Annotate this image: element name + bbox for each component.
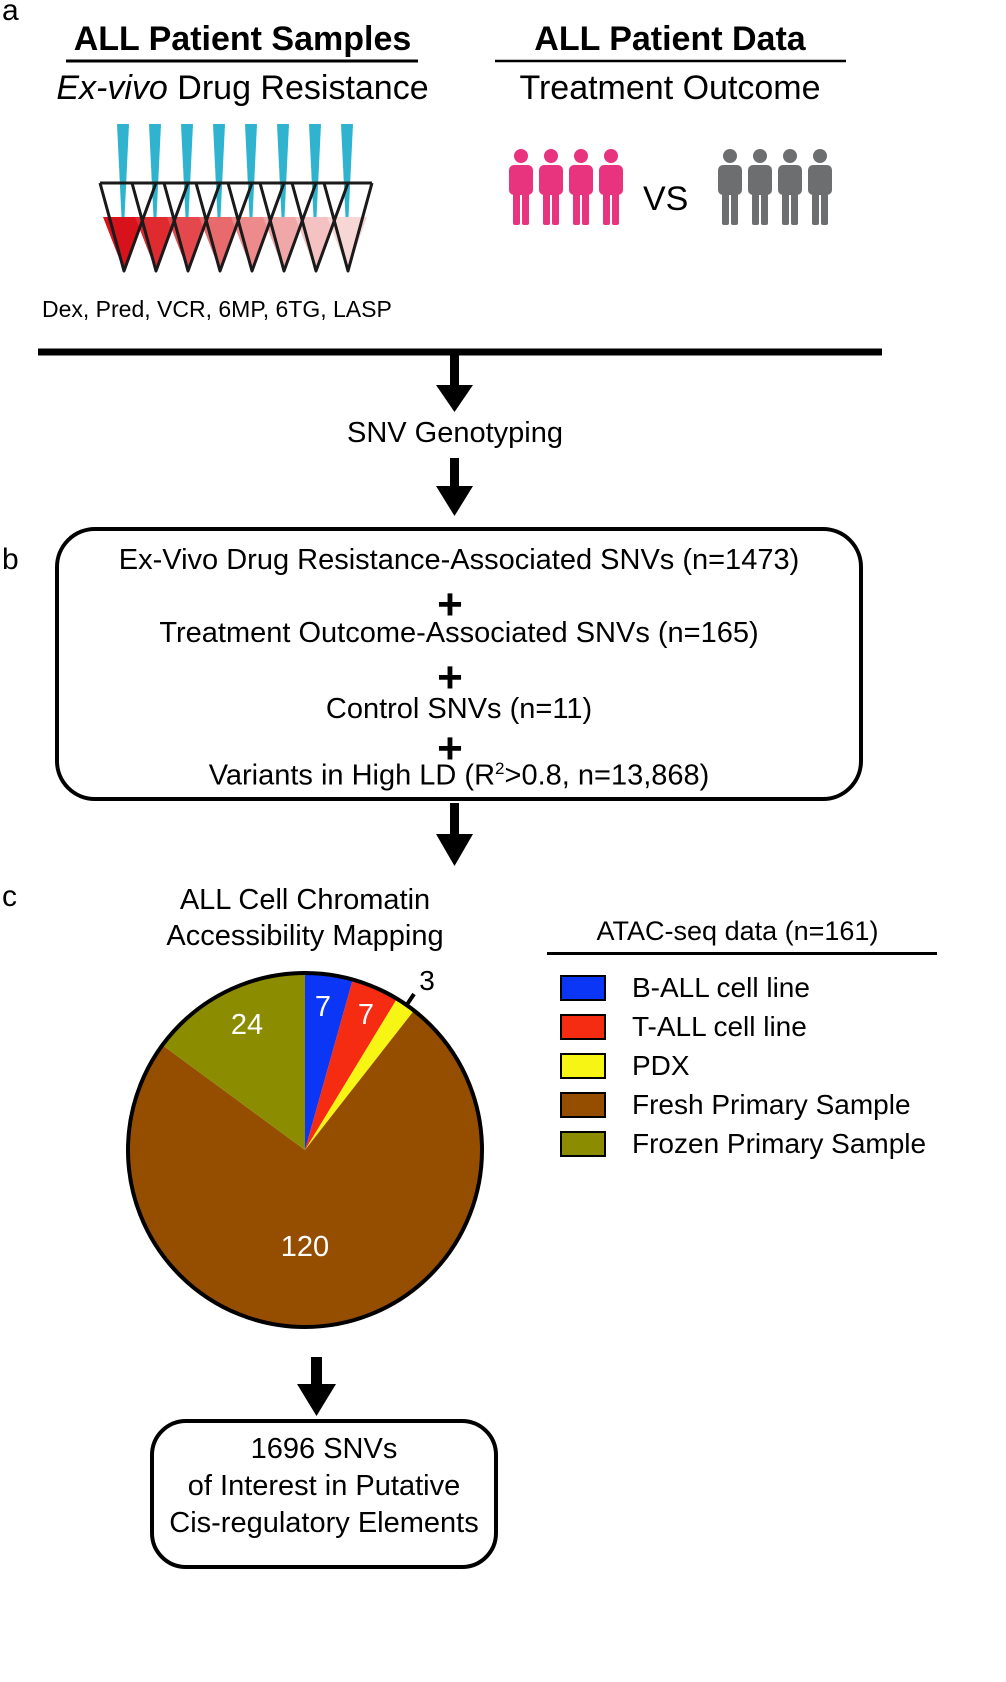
pie-slice-fresh [127,1010,482,1327]
well-outline-4 [194,182,254,273]
non-responder-group-icon [718,149,832,225]
panel-label-a: a [2,0,19,27]
well-outline-2 [130,182,190,273]
snv-line-high-ld: Variants in High LD (R2>0.8, n=13,868) [60,759,858,793]
legend-item-b-all: B-ALL cell line [560,968,926,1007]
person-icon [539,149,563,225]
person-icon [778,149,802,225]
legend-swatch-b-all [560,974,606,1001]
pie-slice-t-all [305,979,397,1150]
legend-swatch-t-all [560,1013,606,1040]
responder-group-icon [509,149,623,225]
pie-label-t-all: 7 [358,999,374,1031]
legend-item-fresh: Fresh Primary Sample [560,1085,926,1124]
pipette-tip-3 [181,124,193,228]
legend-title-rule [547,952,937,955]
legend-swatch-frozen [560,1130,606,1157]
pipette-tip-1 [117,124,129,228]
pipette-tips [117,124,353,228]
pie-slice-pdx [305,998,415,1150]
pie-label-b-all: 7 [315,991,331,1023]
well-outline-7 [290,182,350,273]
snv-line-treatment-outcome: Treatment Outcome-Associated SNVs (n=165… [159,617,759,649]
person-icon [599,149,623,225]
pie-slice-b-all [305,973,353,1150]
drug-list: Dex, Pred, VCR, 6MP, 6TG, LASP [42,296,392,322]
samples-title: ALL Patient Samples [73,20,412,58]
pie-label-pdx: 3 [419,965,435,996]
result-line-3: Cis-regulatory Elements [169,1507,479,1539]
high-ld-text-b: >0.8, n=13,868) [504,759,710,792]
pipette-tip-2 [149,124,161,228]
vs-label: VS [643,180,689,218]
legend-label-b-all: B-ALL cell line [632,971,810,1003]
legend-label-pdx: PDX [632,1049,690,1081]
pipette-tip-8 [341,124,353,228]
pdx-leader-line [404,992,416,1008]
patient-data-title: ALL Patient Data [534,20,806,58]
well-outline-5 [226,182,286,273]
well-plate [98,181,374,273]
result-line-2: of Interest in Putative [187,1470,461,1502]
person-icon [509,149,533,225]
pie-outline [126,971,484,1329]
pie-title-line-2: Accessibility Mapping [166,920,444,952]
legend-item-frozen: Frozen Primary Sample [560,1124,926,1163]
plus-sign-2: + [437,653,463,702]
high-ld-text-a: Variants in High LD (R [208,759,496,792]
person-icon [748,149,772,225]
person-icon [808,149,832,225]
pie-title-line-1: ALL Cell Chromatin [179,884,431,916]
pipette-tip-6 [277,124,289,228]
panel-label-c: c [2,880,17,913]
well-outline-8 [322,182,374,273]
genotyping-step: SNV Genotyping [346,417,563,449]
result-line-1: 1696 SNVs [250,1433,398,1465]
samples-subtitle-rest: Drug Resistance [167,69,429,107]
pie-chart [126,971,484,1329]
panel-label-b: b [2,543,19,576]
patient-data-subtitle: Treatment Outcome [519,69,821,107]
legend-swatch-pdx [560,1052,606,1079]
pipette-tip-4 [213,124,225,228]
plus-sign-1: + [437,580,463,629]
snv-set-box [55,527,863,801]
pie-label-frozen: 24 [231,1009,263,1041]
arrow-down-icon [436,458,473,516]
pipette-tip-7 [309,124,321,228]
samples-subtitle-italic: Ex-vivo [56,69,168,107]
high-ld-superscript: 2 [495,759,505,778]
legend: B-ALL cell line T-ALL cell line PDX Fres… [560,968,926,1163]
well-outline-6 [258,182,318,273]
plus-sign-3: + [437,724,463,773]
person-icon [718,149,742,225]
pipette-tip-5 [245,124,257,228]
arrow-down-icon [436,803,473,866]
result-box [150,1419,498,1569]
arrow-down-icon [297,1357,336,1416]
snv-line-control: Control SNVs (n=11) [325,693,593,725]
arrow-down-icon [436,353,473,412]
legend-label-fresh: Fresh Primary Sample [632,1088,911,1120]
legend-swatch-fresh [560,1091,606,1118]
well-outline-3 [162,182,222,273]
pie-slice-frozen [162,973,305,1150]
legend-item-t-all: T-ALL cell line [560,1007,926,1046]
person-icon [569,149,593,225]
legend-label-t-all: T-ALL cell line [632,1010,807,1042]
samples-subtitle: Ex-vivo Drug Resistance [20,69,465,108]
legend-title: ATAC-seq data (n=161) [596,916,879,946]
flow-arrows [297,353,473,1416]
legend-item-pdx: PDX [560,1046,926,1085]
pie-label-fresh: 120 [281,1231,329,1263]
snv-line-drug-resistance: Ex-Vivo Drug Resistance-Associated SNVs … [118,544,800,576]
well-outline-1 [98,182,158,273]
legend-label-frozen: Frozen Primary Sample [632,1127,927,1159]
